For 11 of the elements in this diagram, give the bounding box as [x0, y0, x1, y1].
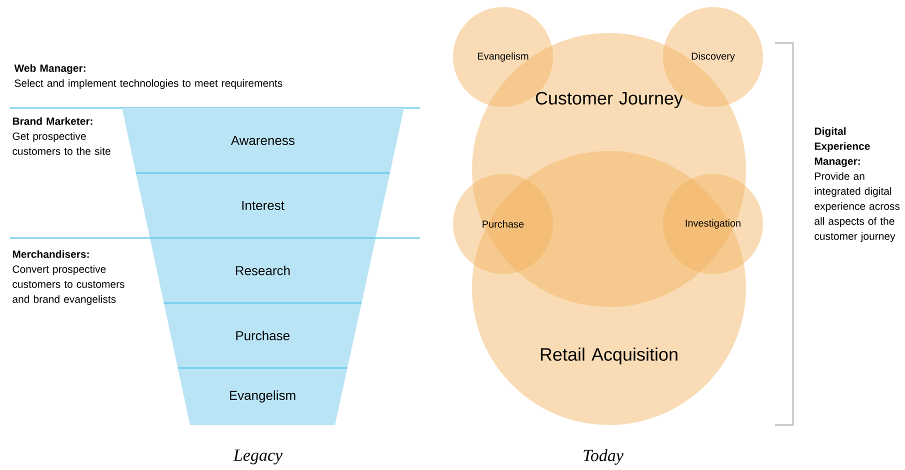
role-description: Merchandisers: Convert prospective customers to customers and brand evangelists	[12, 250, 124, 305]
role-description: Web Manager: Select and implement technologies to meet requirements	[14, 64, 282, 89]
role-description: Digital Experience Manager: Provide an integrated digital experience across all aspects of the customer journey	[814, 127, 900, 242]
funnel-band: Purchase	[164, 302, 362, 368]
funnel-band: Interest	[136, 172, 390, 238]
caption: Legacy	[233, 450, 283, 464]
caption: Today	[584, 449, 624, 465]
funnel-band: Awareness	[122, 108, 404, 173]
funnel-band: Research	[150, 237, 376, 303]
role-description: Brand Marketer: Get prospective customers to the site	[12, 117, 110, 155]
funnel-band: Evangelism	[178, 367, 348, 425]
